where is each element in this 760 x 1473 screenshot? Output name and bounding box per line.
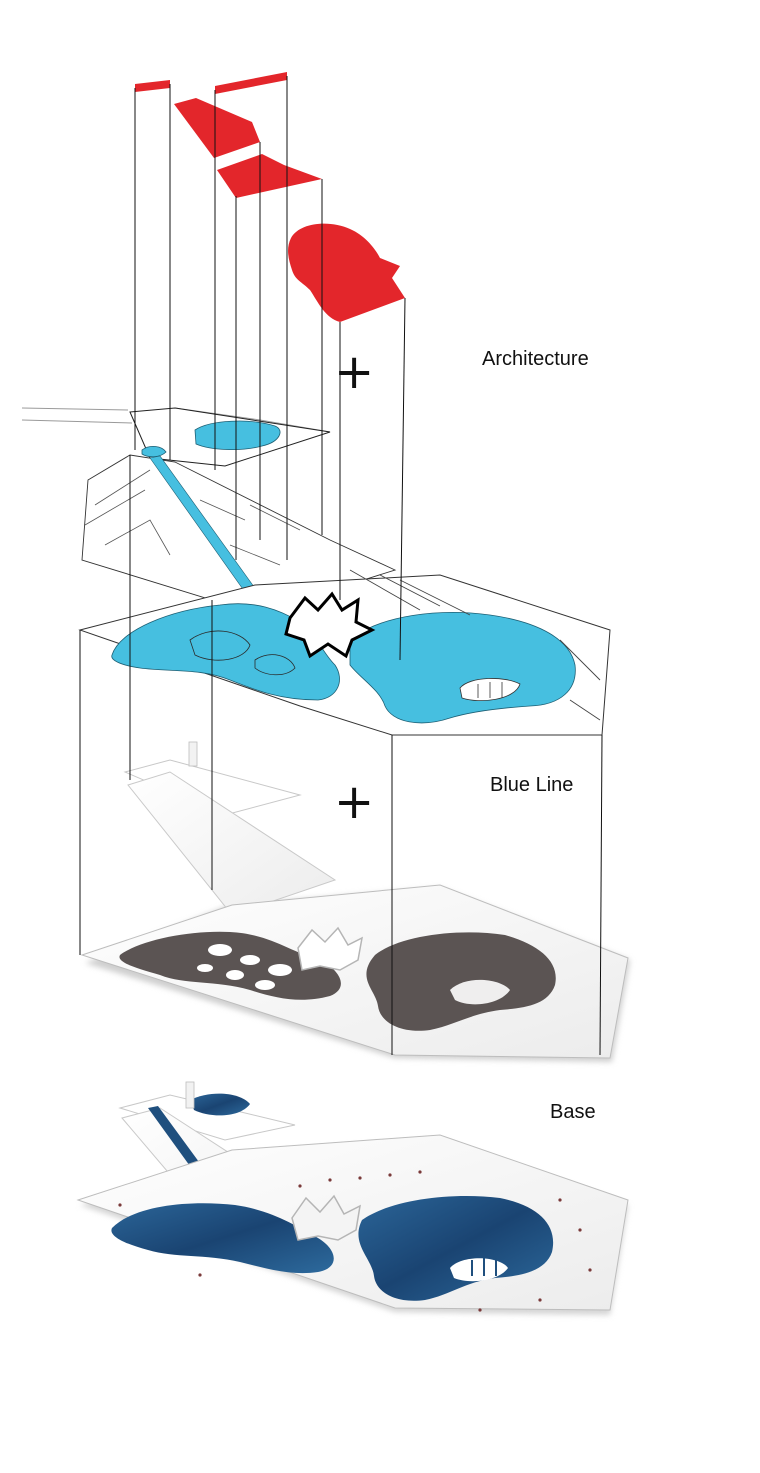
left-lake-islands xyxy=(189,630,296,676)
projection-lines xyxy=(79,76,603,1056)
marina-piers xyxy=(477,682,503,698)
blue-line-label: Blue Line xyxy=(490,774,574,796)
architecture-block-2 xyxy=(215,72,287,94)
right-lake xyxy=(349,612,576,724)
base-markers xyxy=(118,1170,592,1312)
plus-operator-architecture: + xyxy=(334,344,375,400)
upper-water-dark xyxy=(190,1093,250,1116)
grey-tower xyxy=(188,741,198,767)
blue-line-layer xyxy=(21,407,611,736)
architecture-block-1 xyxy=(135,80,170,92)
corridor-grey xyxy=(127,771,337,916)
grey-sculpture xyxy=(297,926,364,971)
base-model-grey xyxy=(80,741,630,1062)
architecture-block-3 xyxy=(174,98,260,158)
architecture-layer xyxy=(135,72,405,322)
plus-operator-blue-line: + xyxy=(334,774,375,830)
water-marina xyxy=(450,1258,508,1282)
plan-streets xyxy=(349,569,601,721)
upper-water xyxy=(194,420,281,451)
grey-lake-right xyxy=(366,932,556,1031)
grey-lake-islands xyxy=(197,944,292,990)
left-lake xyxy=(111,603,340,701)
central-sculpture xyxy=(284,591,376,659)
grey-lake-left xyxy=(119,931,341,1000)
water-marina-piers xyxy=(471,1258,497,1276)
architecture-block-5 xyxy=(288,223,405,322)
architecture-block-4 xyxy=(217,154,322,198)
water-tower xyxy=(185,1081,195,1109)
base-label: Base xyxy=(550,1101,596,1123)
base-model-water xyxy=(76,1081,629,1315)
water-lake-left xyxy=(111,1203,334,1274)
water-sculpture xyxy=(291,1194,361,1241)
grey-marina xyxy=(450,979,510,1005)
water-lake-right xyxy=(358,1196,554,1301)
park-board-grey xyxy=(80,884,629,1059)
corridor-plan xyxy=(81,454,397,601)
corridor-details xyxy=(84,469,301,566)
architecture-label: Architecture xyxy=(482,348,589,370)
upper-water-small xyxy=(141,446,167,458)
